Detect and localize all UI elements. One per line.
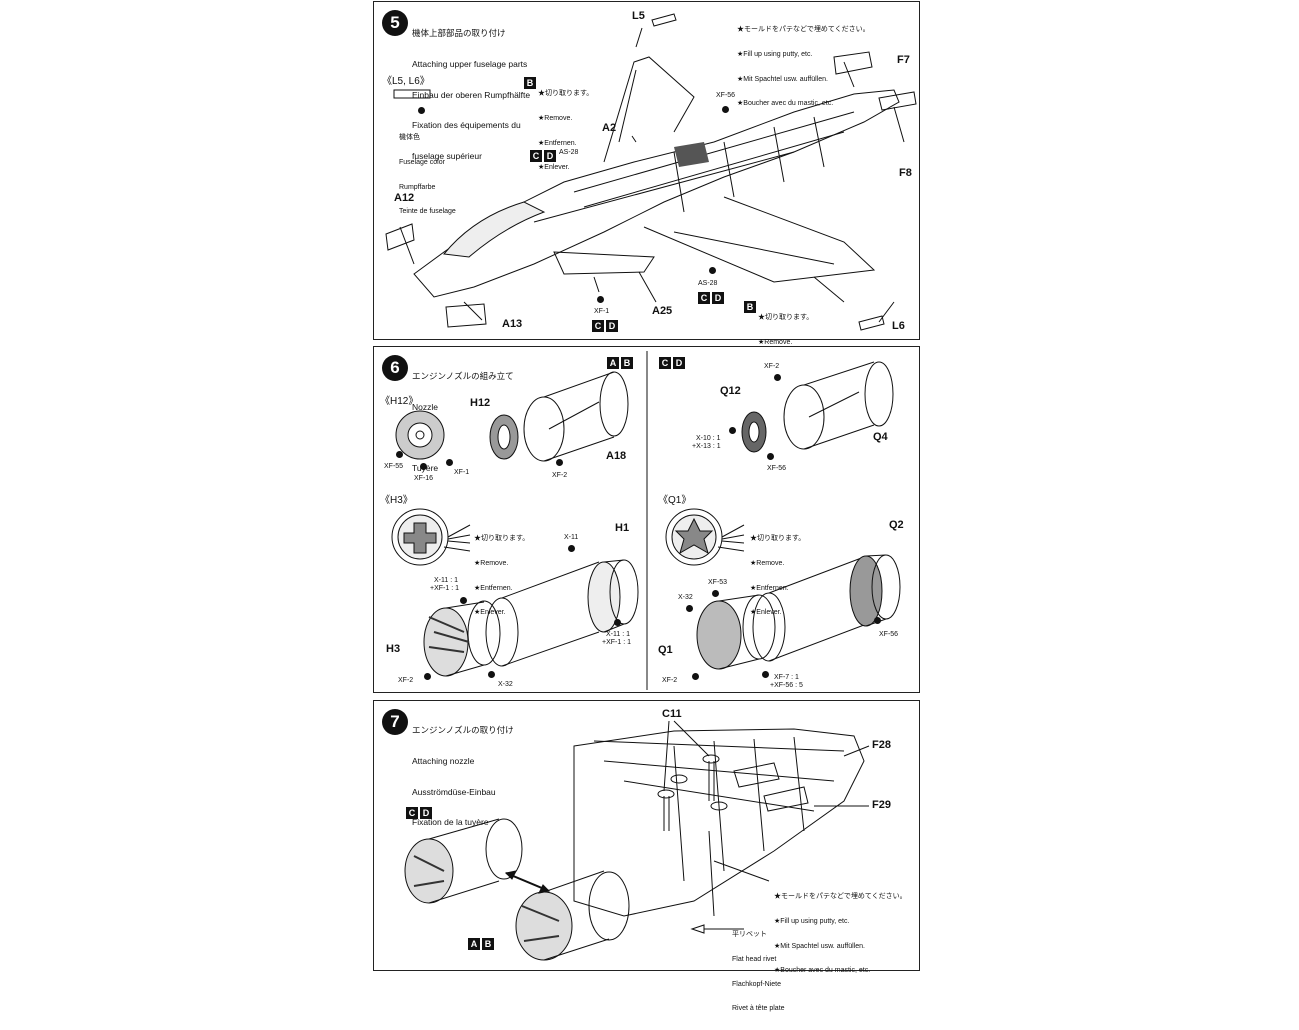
part-h1: H1 — [615, 522, 630, 534]
part-f28: F28 — [872, 739, 891, 751]
part-a25: A25 — [652, 305, 673, 317]
part-a13: A13 — [502, 318, 523, 330]
color-xf7-mix-2: +XF-56 : 5 — [770, 682, 803, 689]
remove-note-h3: ★切り取ります。 ★Remove. ★Entfernen. ★Enlever. — [474, 535, 530, 617]
color-x32-a: X-32 — [498, 681, 513, 688]
color-xf56-a: XF-56 — [767, 465, 787, 472]
color-as28-bottom: AS-28 — [698, 280, 718, 287]
part-l6: L6 — [892, 320, 905, 332]
part-f29: F29 — [872, 799, 891, 811]
part-q2: Q2 — [889, 519, 904, 531]
h3-sublabel: 《H3》 — [380, 495, 413, 506]
color-xf1: XF-1 — [454, 469, 470, 476]
part-q12: Q12 — [720, 385, 741, 397]
part-h3: H3 — [386, 643, 401, 655]
step-7-panel: 7 エンジンノズルの取り付け Attaching nozzle Ausström… — [373, 700, 920, 1012]
step-7-aircraft-drawing — [404, 720, 870, 961]
step-5-panel: 5 機体上部部品の取り付け Attaching upper fuselage p… — [373, 1, 920, 395]
color-xf56-b: XF-56 — [879, 631, 899, 638]
color-xf2-a: XF-2 — [552, 472, 568, 479]
color-as28-top: AS-28 — [559, 149, 579, 156]
color-x11-mix-1: X-11 : 1 — [434, 577, 458, 584]
part-l5: L5 — [632, 10, 645, 22]
q1-sublabel: 《Q1》 — [658, 495, 692, 506]
color-xf2-b: XF-2 — [764, 363, 780, 370]
color-xf7-mix-1: XF-7 : 1 — [774, 674, 799, 681]
color-x11-mix-2: +XF-1 : 1 — [430, 585, 459, 592]
l5-l6-sublabel: 《L5, L6》 — [382, 76, 430, 87]
part-f7: F7 — [897, 54, 910, 66]
remove-note-top: ★切り取ります。 ★Remove. ★Entfernen. ★Enlever. — [538, 90, 594, 172]
flat-rivet-note: 平リベット Flat head rivet Flachkopf-Niete Ri… — [732, 931, 785, 1013]
color-x11-mix-4: +XF-1 : 1 — [602, 639, 631, 646]
color-xf56: XF-56 — [716, 92, 736, 99]
h12-sublabel: 《H12》 — [380, 396, 419, 407]
part-a2: A2 — [602, 122, 617, 134]
part-a18: A18 — [606, 450, 627, 462]
part-c11: C11 — [662, 708, 682, 720]
color-xf1: XF-1 — [594, 308, 610, 315]
part-q1: Q1 — [658, 644, 673, 656]
color-xf2-d: XF-2 — [662, 677, 678, 684]
putty-note-step5: ★モールドをパテなどで埋めてください。 ★Fill up using putty… — [737, 26, 870, 108]
step-number-6: 6 — [382, 355, 408, 381]
color-xf2-c: XF-2 — [398, 677, 414, 684]
step-number-5: 5 — [382, 10, 408, 36]
color-x11: X-11 — [564, 534, 579, 541]
fuselage-color-note: 機体色 Fuselage color Rumpffarbe Teinte de … — [399, 134, 456, 216]
color-x10-mix-1: X-10 : 1 — [696, 435, 721, 442]
putty-note-step7: ★モールドをパテなどで埋めてください。 ★Fill up using putty… — [774, 893, 907, 975]
step-6-nozzle-drawing — [391, 351, 901, 690]
part-h12: H12 — [470, 397, 491, 409]
color-xf55: XF-55 — [384, 463, 404, 470]
step-6-panel: 6 エンジンノズルの組み立て Nozzle Düse Tuyère AB CD — [373, 346, 920, 693]
color-x32-b: X-32 — [678, 594, 693, 601]
part-f8: F8 — [899, 167, 912, 179]
part-a12: A12 — [394, 192, 415, 204]
color-xf16: XF-16 — [414, 475, 434, 482]
color-x10-mix-2: +X-13 : 1 — [692, 443, 721, 450]
remove-note-q1: ★切り取ります。 ★Remove. ★Entfernen. ★Enlever. — [750, 535, 806, 617]
part-q4: Q4 — [873, 431, 888, 443]
step-number-7: 7 — [382, 709, 408, 735]
step-5-aircraft-drawing — [385, 13, 917, 331]
step-7-title: エンジンノズルの取り付け Attaching nozzle Ausströmdü… — [412, 725, 514, 828]
color-x11-mix-3: X-11 : 1 — [606, 631, 630, 638]
color-xf53: XF-53 — [708, 579, 728, 586]
step-5-title: 機体上部部品の取り付け Attaching upper fuselage par… — [412, 28, 531, 161]
